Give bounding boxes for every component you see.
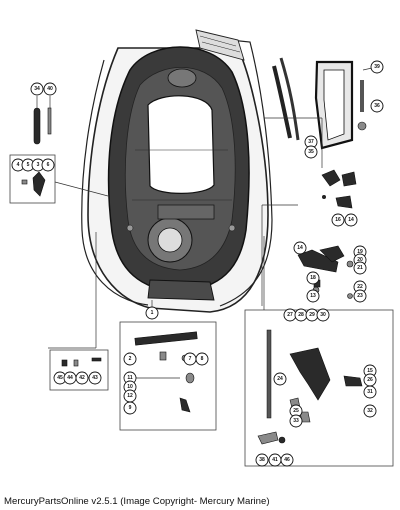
callout-14-latch-label: 14	[297, 245, 303, 251]
callout-21-label: 21	[357, 265, 363, 271]
callout-41-label: 41	[272, 457, 278, 463]
callout-18[interactable]: 18	[306, 271, 320, 285]
callout-27[interactable]: 27	[283, 308, 297, 322]
callout-23[interactable]: 23	[353, 289, 367, 303]
callout-40[interactable]: 40	[43, 82, 57, 96]
callout-43-label: 43	[92, 375, 98, 381]
callout-1-label: 1	[151, 310, 154, 316]
callout-38[interactable]: 38	[255, 453, 269, 467]
callout-46-label: 46	[284, 457, 290, 463]
callout-32-label: 32	[367, 408, 373, 414]
callout-7[interactable]: 7	[183, 352, 197, 366]
callout-41[interactable]: 41	[268, 453, 282, 467]
callout-22-label: 22	[357, 284, 363, 290]
bottom-cowl-pan	[107, 46, 250, 301]
callout-10-label: 10	[127, 384, 133, 390]
callout-42-label: 42	[79, 375, 85, 381]
callout-44-label: 44	[67, 375, 73, 381]
latch-parts	[264, 117, 357, 209]
parts-34-40	[33, 96, 52, 145]
callout-6-label: 6	[47, 162, 50, 168]
parts-box-shift	[244, 236, 394, 467]
callout-39-label: 39	[374, 64, 380, 70]
callout-24[interactable]: 24	[273, 372, 287, 386]
callout-24-label: 24	[277, 376, 283, 382]
callout-4-label: 4	[17, 162, 20, 168]
seals-and-gasket	[272, 57, 373, 150]
callout-46[interactable]: 46	[280, 453, 294, 467]
parts-box-center	[119, 300, 217, 431]
callout-18-label: 18	[310, 275, 316, 281]
callout-20-label: 20	[357, 257, 363, 263]
callout-14-latch[interactable]: 14	[293, 241, 307, 255]
callout-9[interactable]: 9	[123, 401, 137, 415]
callout-44[interactable]: 44	[63, 371, 77, 385]
callout-25-label: 25	[293, 408, 299, 414]
callout-26-label: 26	[367, 377, 373, 383]
callout-5-label: 5	[27, 162, 30, 168]
callout-14-label: 14	[348, 217, 354, 223]
callout-28-label: 28	[298, 312, 304, 318]
callout-31-label: 31	[367, 389, 373, 395]
callout-7-label: 7	[189, 356, 192, 362]
callout-26[interactable]: 26	[363, 373, 377, 387]
callout-33[interactable]: 33	[289, 414, 303, 428]
callout-45[interactable]: 45	[53, 371, 67, 385]
callout-35[interactable]: 35	[304, 145, 318, 159]
callout-16[interactable]: 16	[331, 213, 345, 227]
callout-13-label: 13	[310, 293, 316, 299]
callout-36[interactable]: 36	[370, 99, 384, 113]
callout-39[interactable]: 39	[370, 60, 384, 74]
callout-bubbles: 34 40 4 5 3 6 39 36 37 35 16 14 14 19 20…	[11, 60, 384, 467]
callout-3-label: 3	[37, 162, 40, 168]
callout-8-label: 8	[201, 356, 204, 362]
callout-23-label: 23	[357, 293, 363, 299]
callout-21[interactable]: 21	[353, 261, 367, 275]
parts-box-latch	[261, 204, 354, 306]
callout-3[interactable]: 3	[31, 158, 45, 172]
callout-32[interactable]: 32	[363, 404, 377, 418]
callout-30-label: 30	[320, 312, 326, 318]
callout-36-label: 36	[374, 103, 380, 109]
callout-11-label: 11	[127, 375, 133, 381]
callout-19-label: 19	[357, 249, 363, 255]
callout-42[interactable]: 42	[75, 371, 89, 385]
callout-31[interactable]: 31	[363, 385, 377, 399]
callout-37-label: 37	[308, 139, 314, 145]
callout-40-label: 40	[47, 86, 53, 92]
callout-8[interactable]: 8	[195, 352, 209, 366]
callout-35-label: 35	[308, 149, 314, 155]
callout-15-label: 15	[367, 368, 373, 374]
parts-box-4-6	[9, 154, 109, 204]
callout-34[interactable]: 34	[30, 82, 44, 96]
callout-34-label: 34	[34, 86, 40, 92]
callout-29[interactable]: 29	[305, 308, 319, 322]
callout-27-label: 27	[287, 312, 293, 318]
callout-14[interactable]: 14	[344, 213, 358, 227]
parts-box-lower-left	[48, 232, 109, 391]
callout-45-label: 45	[57, 375, 63, 381]
callout-30[interactable]: 30	[316, 308, 330, 322]
callout-29-label: 29	[309, 312, 315, 318]
callout-9-label: 9	[129, 405, 132, 411]
callout-16-label: 16	[335, 217, 341, 223]
callout-2[interactable]: 2	[123, 352, 137, 366]
callout-12-label: 12	[127, 393, 133, 399]
callout-12[interactable]: 12	[123, 389, 137, 403]
callout-1[interactable]: 1	[145, 306, 159, 320]
copyright-caption: MercuryPartsOnline v2.5.1 (Image Copyrig…	[4, 496, 270, 507]
callout-13[interactable]: 13	[306, 289, 320, 303]
callout-43[interactable]: 43	[88, 371, 102, 385]
callout-2-label: 2	[129, 356, 132, 362]
callout-6[interactable]: 6	[41, 158, 55, 172]
callout-28[interactable]: 28	[294, 308, 308, 322]
parts-diagram: 34 40 4 5 3 6 39 36 37 35 16 14 14 19 20…	[9, 29, 394, 467]
callout-33-label: 33	[293, 418, 299, 424]
callout-38-label: 38	[259, 457, 265, 463]
